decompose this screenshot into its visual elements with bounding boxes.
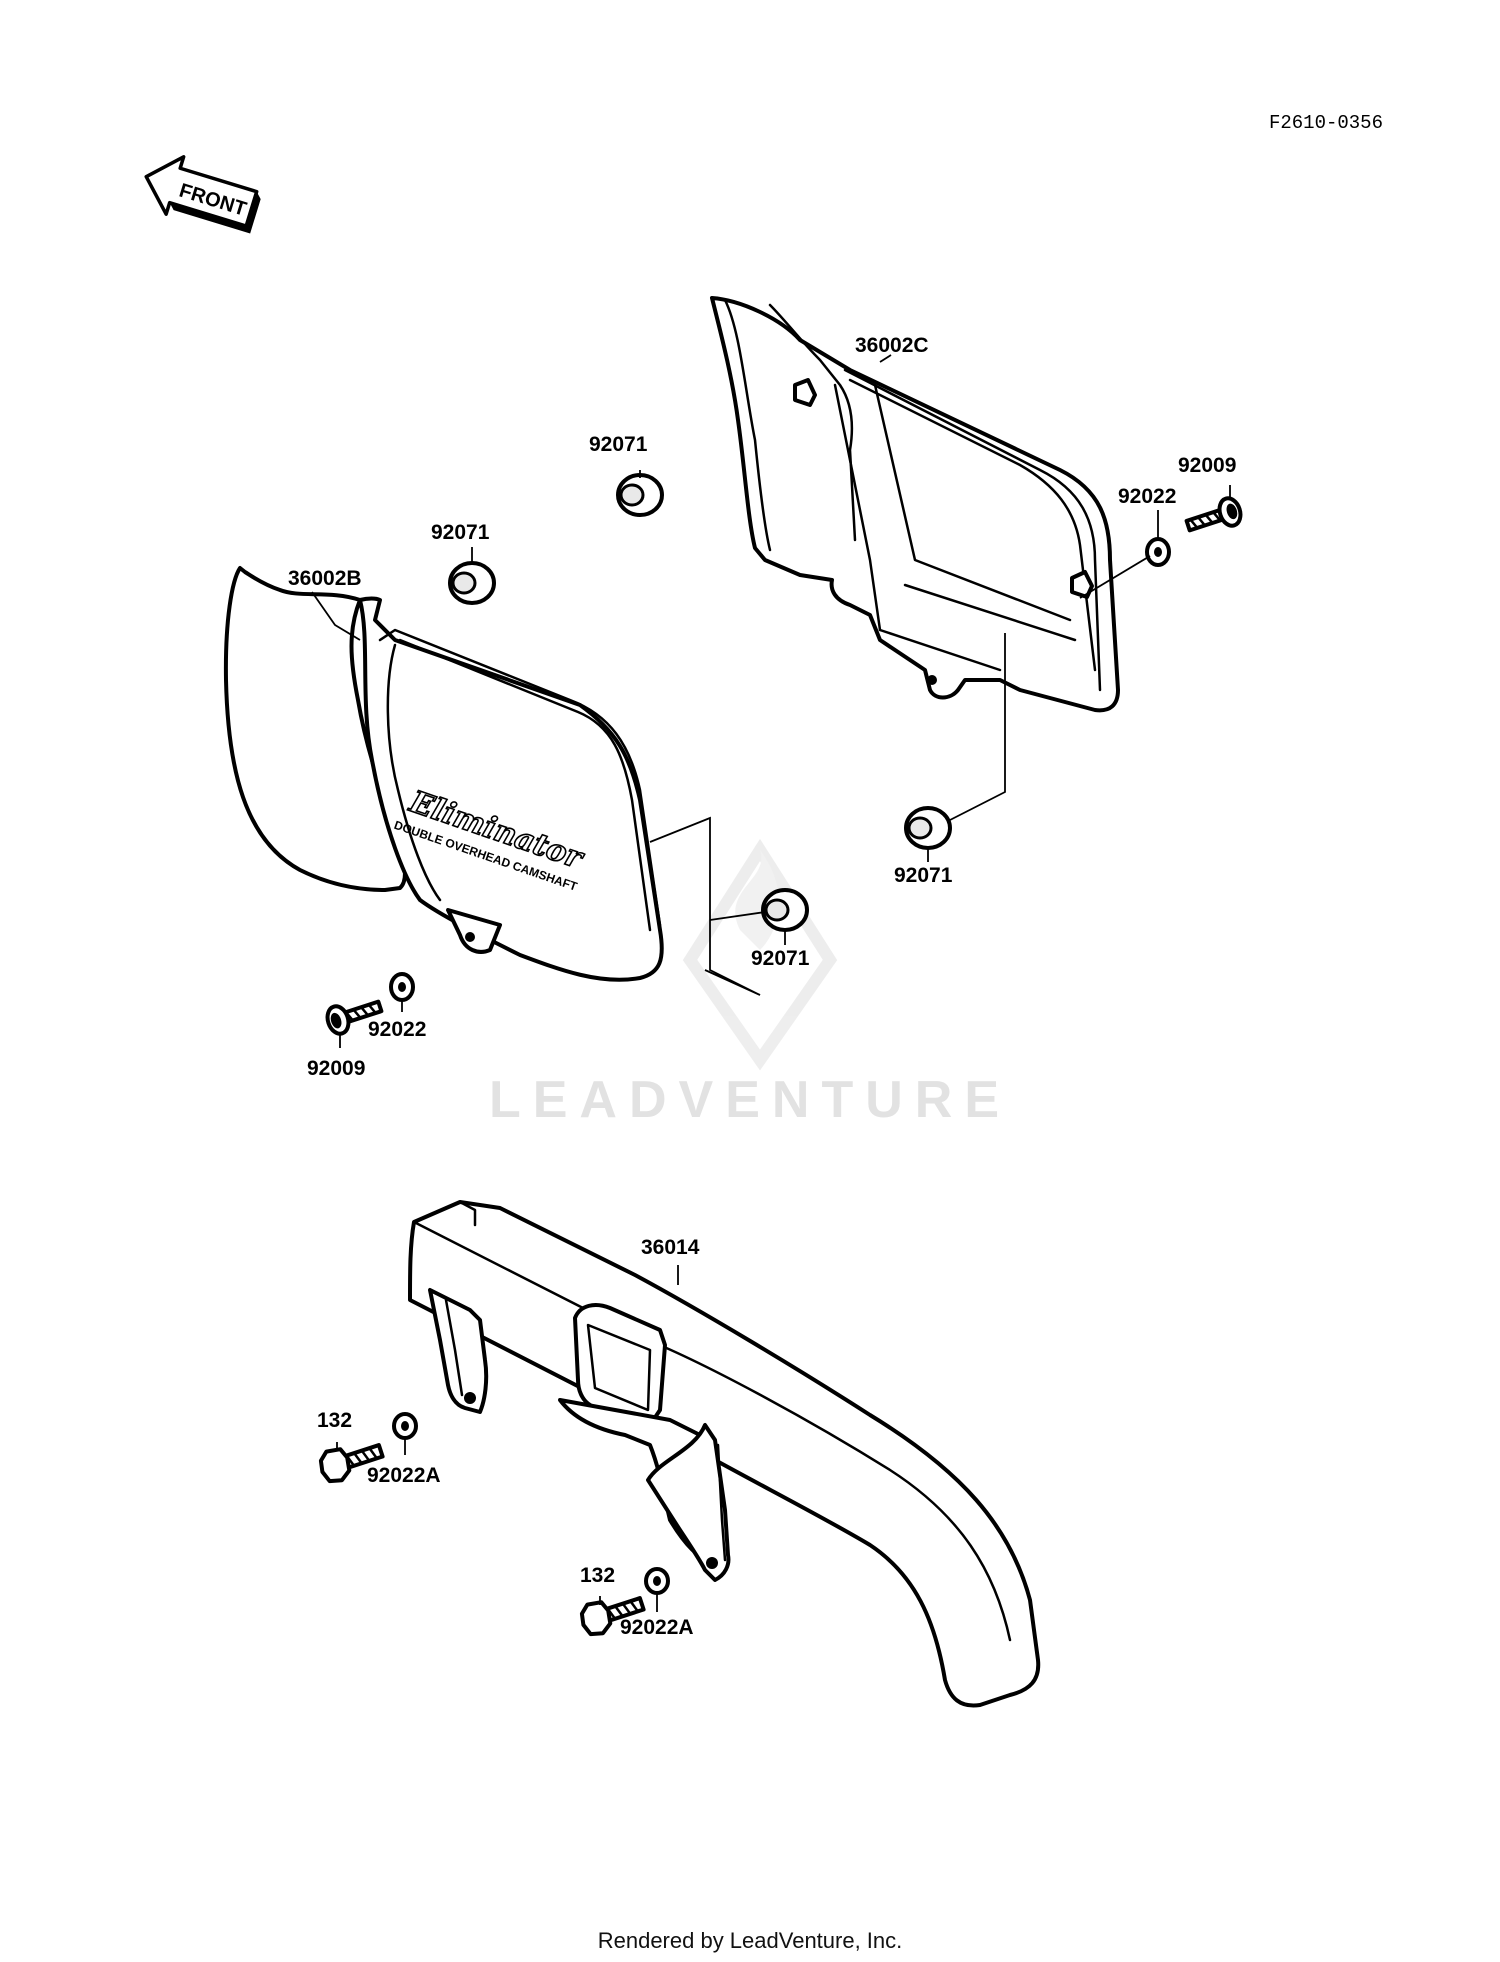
callout-92022a-front: 92022A xyxy=(367,1464,441,1487)
callout-92071-left: 92071 xyxy=(431,521,490,544)
grommet-top xyxy=(616,473,664,517)
grommet-right xyxy=(904,806,952,850)
front-arrow-icon: FRONT xyxy=(144,155,261,234)
washer-92022a-front xyxy=(392,1412,418,1440)
callout-92071-middle: 92071 xyxy=(751,947,810,970)
washer-92022-left xyxy=(389,972,415,1002)
side-cover-left: Eliminator DOUBLE OVERHEAD CAMSHAFT xyxy=(223,566,664,982)
callout-132-rear: 132 xyxy=(580,1564,615,1587)
grommet-middle xyxy=(761,888,809,932)
grommet-left xyxy=(448,561,496,605)
leader-lines xyxy=(311,354,1231,1612)
callout-92022-left: 92022 xyxy=(368,1018,426,1041)
callout-92071-top: 92071 xyxy=(589,433,648,456)
callout-92009-right: 92009 xyxy=(1178,454,1236,477)
callout-92022-right: 92022 xyxy=(1118,485,1176,508)
callout-132-front: 132 xyxy=(317,1409,352,1432)
callout-36002c: 36002C xyxy=(855,334,929,357)
bolt-132-rear xyxy=(579,1596,646,1637)
figure-code: F2610-0356 xyxy=(1269,112,1383,134)
washer-92022a-rear xyxy=(644,1567,670,1595)
callout-92022a-rear: 92022A xyxy=(620,1616,694,1639)
callout-36002b: 36002B xyxy=(288,567,362,590)
eliminator-logo: Eliminator DOUBLE OVERHEAD CAMSHAFT xyxy=(392,783,589,894)
callout-92071-right: 92071 xyxy=(894,864,953,887)
callout-92009-left: 92009 xyxy=(307,1057,365,1080)
watermark-text: LEADVENTURE xyxy=(489,1071,1011,1129)
bolt-132-front xyxy=(318,1443,385,1484)
screw-92009-right xyxy=(1184,496,1243,533)
side-cover-right xyxy=(710,296,1120,713)
chain-guard xyxy=(408,1200,1041,1708)
washer-92022-right xyxy=(1145,537,1171,567)
callout-36014: 36014 xyxy=(641,1236,700,1259)
footer-credit: Rendered by LeadVenture, Inc. xyxy=(598,1928,903,1953)
screw-92009-left xyxy=(325,999,384,1036)
